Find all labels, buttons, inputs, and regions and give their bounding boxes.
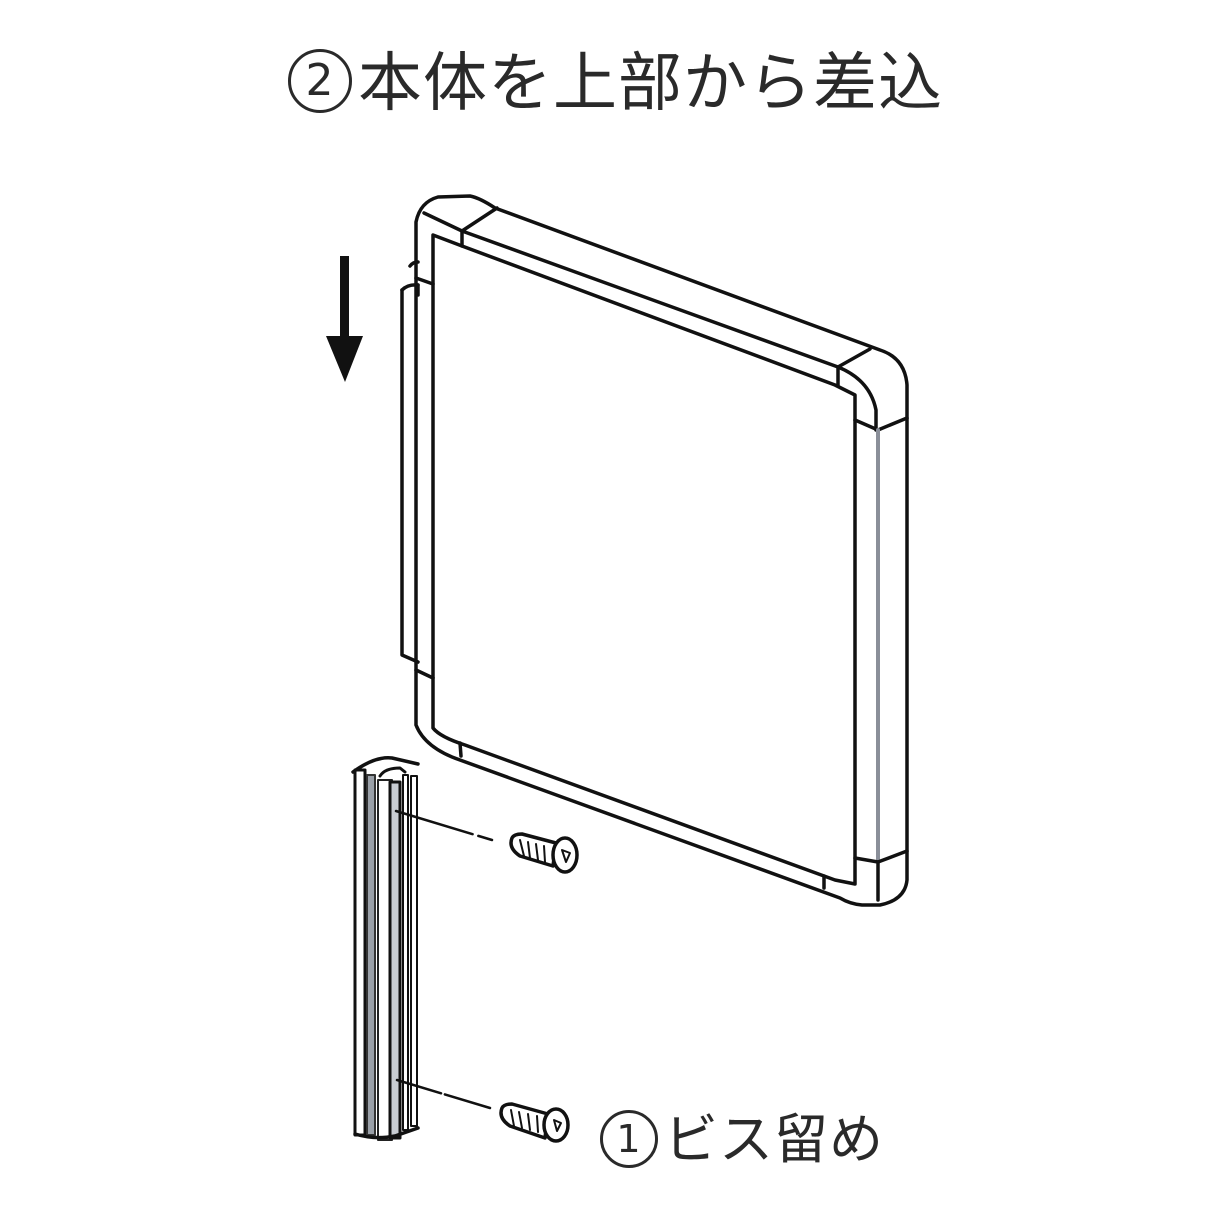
step-1-number: 1 [600, 1110, 658, 1169]
panel-frame [414, 194, 909, 907]
step-2-number: 2 [288, 49, 352, 114]
lower-screw-icon [499, 1102, 570, 1143]
step-1-text: ビス留め [664, 1108, 884, 1171]
down-arrow-icon [326, 256, 363, 382]
rail-bracket [351, 756, 420, 1141]
step-2-text: 本体を上部から差込 [358, 47, 943, 121]
upper-screw-icon [509, 832, 579, 874]
leader-lines [394, 809, 494, 1110]
